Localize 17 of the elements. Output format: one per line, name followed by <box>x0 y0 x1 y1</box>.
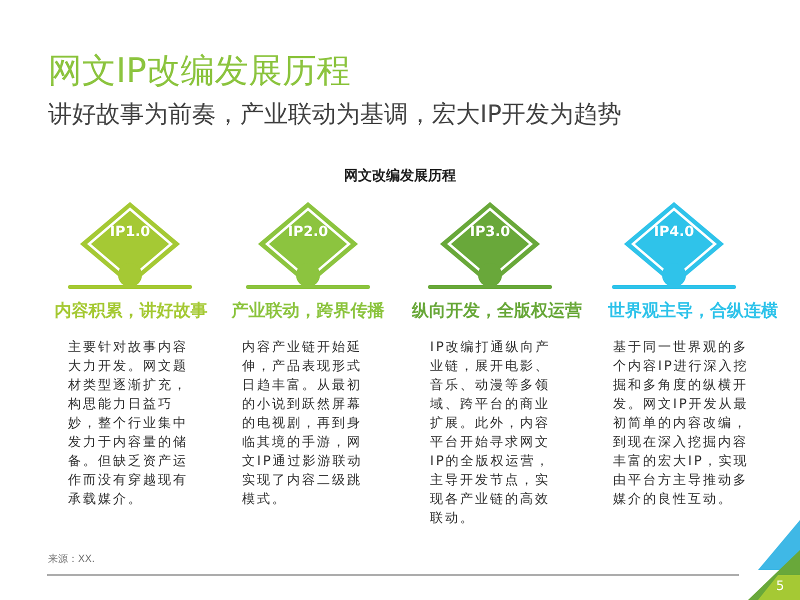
stage-description: 主要针对故事内容大力开发。网文题材类型逐渐扩充，构思能力日益巧妙，整个行业集中发力于内容量的储备。但缺乏资产运作而没有穿越现有承载媒介。 <box>68 339 189 509</box>
chart-heading: 网文改编发展历程 <box>343 167 457 186</box>
page-number: 5 <box>776 578 784 596</box>
stage-label: IP3.0 <box>470 222 510 242</box>
stage-label: IP1.0 <box>110 222 150 242</box>
stage-heading: 世界观主导，合纵连横 <box>607 300 779 323</box>
stage-description: 基于同一世界观的多个内容IP进行深入挖掘和多角度的纵横开发。网文IP开发从最初简单的内容改编，到现在深入挖掘内容丰富的宏大IP，实现由平台方主导推动多媒介的良性互动。 <box>613 339 749 509</box>
slide-title: 网文IP改编发展历程 <box>48 50 351 93</box>
stage-description: IP改编打通纵向产业链，展开电影、音乐、动漫等多领域、跨平台的商业扩展。此外，内容平台开始寻求网文IP的全版权运营，主导开发节点，实现各产业链的高效联动。 <box>430 339 552 528</box>
slide-subtitle: 讲好故事为前奏，产业联动为基调，宏大IP开发为趋势 <box>48 99 622 130</box>
stage-description: 内容产业链开始延伸，产品表现形式日趋丰富。从最初的小说到跃然屏幕的电视剧，再到身临其境的手游，网文IP通过影游联动实现了内容二级跳模式。 <box>242 339 364 509</box>
stage-heading: 纵向开发，全版权运营 <box>410 300 583 323</box>
stage-heading: 内容积累，讲好故事 <box>54 300 208 323</box>
stage-heading: 产业联动，跨界传播 <box>230 300 386 323</box>
stage-label: IP4.0 <box>654 222 694 242</box>
source-note: 来源：XX. <box>48 552 95 567</box>
stage-label: IP2.0 <box>288 222 328 242</box>
